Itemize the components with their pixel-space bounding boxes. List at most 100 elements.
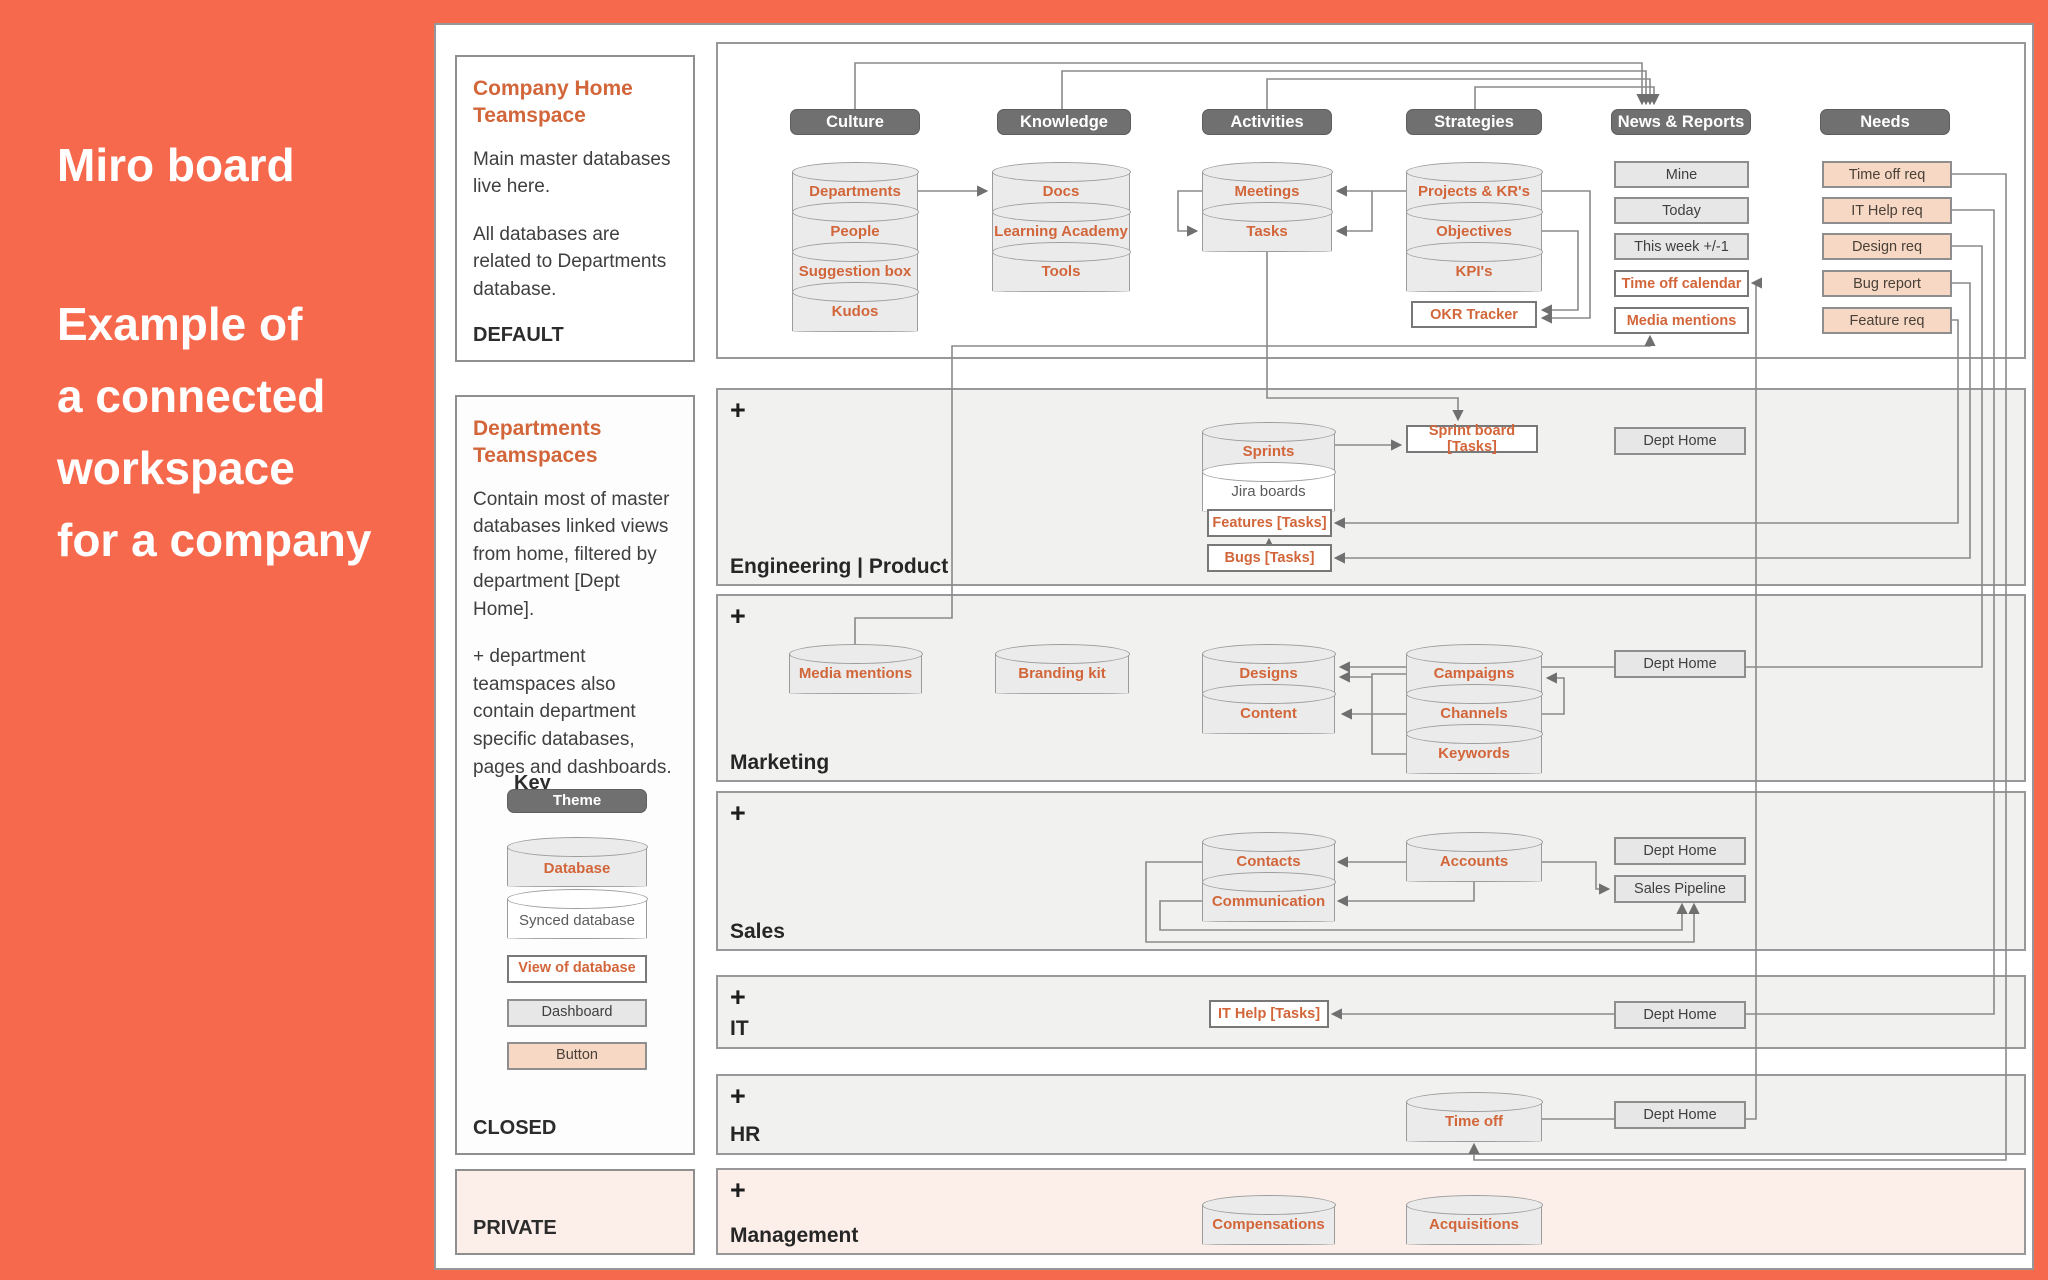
theme-activities-label: Activities xyxy=(1230,112,1304,131)
default-label: DEFAULT xyxy=(473,324,564,346)
key-dashboard-label: Dashboard xyxy=(541,1004,613,1021)
it-frame[interactable] xyxy=(716,975,2026,1049)
view-sprint-board[interactable]: Sprint board [Tasks] xyxy=(1406,423,1538,455)
key-dashboard[interactable]: Dashboard xyxy=(507,999,647,1027)
db-campaigns-label: Campaigns xyxy=(1433,665,1515,682)
management-frame[interactable] xyxy=(716,1168,2026,1255)
dash-mine-label: Mine xyxy=(1665,166,1698,183)
dash-this-week[interactable]: This week +/-1 xyxy=(1614,233,1749,260)
departments-title: Departments Teamspaces xyxy=(473,417,602,468)
theme-needs[interactable]: Needs xyxy=(1820,109,1950,135)
db-projects-krs-label: Projects & KR's xyxy=(1418,183,1530,200)
db-kpis[interactable]: KPI's xyxy=(1405,242,1543,292)
dash-dept-home-marketing[interactable]: Dept Home xyxy=(1614,650,1746,678)
company-home-body2: All databases are related to Departments… xyxy=(473,223,667,300)
page-subtitle: Example of a connected workspace for a c… xyxy=(57,298,372,566)
it-plus[interactable]: + xyxy=(730,982,746,1012)
theme-culture[interactable]: Culture xyxy=(790,109,920,135)
key-view-label: View of database xyxy=(518,960,636,977)
departments-card[interactable]: Departments Teamspaces Contain most of m… xyxy=(455,395,695,1155)
key-button[interactable]: Button xyxy=(507,1042,647,1070)
departments-body2: + department teamspaces also contain dep… xyxy=(473,646,672,778)
button-feature-req[interactable]: Feature req xyxy=(1822,307,1952,334)
private-card[interactable]: PRIVATE xyxy=(455,1169,695,1255)
dash-today-label: Today xyxy=(1662,202,1701,219)
button-bug-report[interactable]: Bug report xyxy=(1822,270,1952,297)
dash-dept-home-it[interactable]: Dept Home xyxy=(1614,1001,1746,1029)
view-media-mentions[interactable]: Media mentions xyxy=(1614,307,1749,334)
button-it-help-req[interactable]: IT Help req xyxy=(1822,197,1952,224)
view-bugs-tasks[interactable]: Bugs [Tasks] xyxy=(1207,544,1332,572)
company-home-card[interactable]: Company Home Teamspace Main master datab… xyxy=(455,55,695,362)
view-time-off-calendar[interactable]: Time off calendar xyxy=(1614,270,1749,297)
key-title: Key xyxy=(514,772,551,794)
dash-dept-home-label: Dept Home xyxy=(1643,1007,1717,1023)
theme-news-reports-label: News & Reports xyxy=(1617,112,1745,131)
theme-activities[interactable]: Activities xyxy=(1202,109,1332,135)
button-feature-req-label: Feature req xyxy=(1849,312,1925,329)
db-keywords[interactable]: Keywords xyxy=(1405,724,1543,774)
view-it-help-tasks-label: IT Help [Tasks] xyxy=(1217,1006,1321,1022)
db-meetings-label: Meetings xyxy=(1234,183,1300,200)
miro-board[interactable]: Company Home Teamspace Main master datab… xyxy=(434,23,2034,1270)
key-database[interactable]: Database xyxy=(506,837,648,887)
db-kudos[interactable]: Kudos xyxy=(791,282,919,332)
dash-dept-home-hr[interactable]: Dept Home xyxy=(1614,1101,1746,1129)
view-features-tasks[interactable]: Features [Tasks] xyxy=(1207,509,1332,537)
db-jira-boards[interactable]: Jira boards xyxy=(1201,462,1336,512)
management-plus[interactable]: + xyxy=(730,1175,746,1205)
db-communication[interactable]: Communication xyxy=(1201,872,1336,922)
hr-frame[interactable] xyxy=(716,1074,2026,1155)
button-design-req[interactable]: Design req xyxy=(1822,233,1952,260)
theme-strategies[interactable]: Strategies xyxy=(1406,109,1542,135)
key-theme[interactable]: Theme xyxy=(507,789,647,813)
button-bug-report-label: Bug report xyxy=(1853,275,1921,292)
db-channels-label: Channels xyxy=(1440,705,1508,722)
db-objectives-label: Objectives xyxy=(1436,223,1512,240)
db-time-off[interactable]: Time off xyxy=(1405,1092,1543,1142)
sales-frame[interactable] xyxy=(716,791,2026,951)
db-compensations[interactable]: Compensations xyxy=(1201,1195,1336,1245)
db-branding-kit[interactable]: Branding kit xyxy=(994,644,1130,694)
db-branding-kit-label: Branding kit xyxy=(1018,665,1106,682)
hr-plus[interactable]: + xyxy=(730,1081,746,1111)
db-content[interactable]: Content xyxy=(1201,684,1336,734)
button-time-off-req[interactable]: Time off req xyxy=(1822,161,1952,188)
db-media-mentions-marketing[interactable]: Media mentions xyxy=(788,644,923,694)
dash-this-week-label: This week +/-1 xyxy=(1634,238,1729,255)
dash-dept-home-label: Dept Home xyxy=(1643,656,1717,672)
view-okr-tracker-label: OKR Tracker xyxy=(1430,306,1518,323)
db-acquisitions[interactable]: Acquisitions xyxy=(1405,1195,1543,1245)
dash-dept-home-sales[interactable]: Dept Home xyxy=(1614,837,1746,865)
view-okr-tracker[interactable]: OKR Tracker xyxy=(1411,301,1537,328)
db-tools[interactable]: Tools xyxy=(991,242,1131,292)
key-synced-database[interactable]: Synced database xyxy=(506,889,648,939)
dash-sales-pipeline[interactable]: Sales Pipeline xyxy=(1614,875,1746,903)
dash-dept-home-engineering[interactable]: Dept Home xyxy=(1614,427,1746,455)
key-view-of-database[interactable]: View of database xyxy=(507,955,647,983)
view-it-help-tasks[interactable]: IT Help [Tasks] xyxy=(1209,1000,1329,1028)
db-media-mentions-label: Media mentions xyxy=(798,665,913,682)
engineering-plus[interactable]: + xyxy=(730,395,746,425)
theme-news-reports[interactable]: News & Reports xyxy=(1611,109,1751,135)
db-accounts[interactable]: Accounts xyxy=(1405,832,1543,882)
db-tasks[interactable]: Tasks xyxy=(1201,202,1333,252)
db-time-off-label: Time off xyxy=(1444,1113,1504,1130)
engineering-title: Engineering | Product xyxy=(730,555,949,578)
view-bugs-tasks-label: Bugs [Tasks] xyxy=(1224,550,1315,566)
dash-today[interactable]: Today xyxy=(1614,197,1749,224)
db-tasks-label: Tasks xyxy=(1246,223,1288,240)
closed-label: CLOSED xyxy=(473,1117,557,1139)
sales-plus[interactable]: + xyxy=(730,798,746,828)
theme-knowledge[interactable]: Knowledge xyxy=(997,109,1131,135)
db-acquisitions-label: Acquisitions xyxy=(1428,1216,1519,1233)
db-content-label: Content xyxy=(1240,705,1297,722)
sales-title: Sales xyxy=(730,920,785,943)
marketing-plus[interactable]: + xyxy=(730,601,746,631)
theme-knowledge-label: Knowledge xyxy=(1019,112,1108,131)
dash-mine[interactable]: Mine xyxy=(1614,161,1749,188)
company-home-title: Company Home Teamspace xyxy=(473,77,633,128)
view-sprint-board-label: Sprint board [Tasks] xyxy=(1428,423,1516,455)
private-label: PRIVATE xyxy=(473,1217,557,1239)
theme-needs-label: Needs xyxy=(1860,112,1910,131)
